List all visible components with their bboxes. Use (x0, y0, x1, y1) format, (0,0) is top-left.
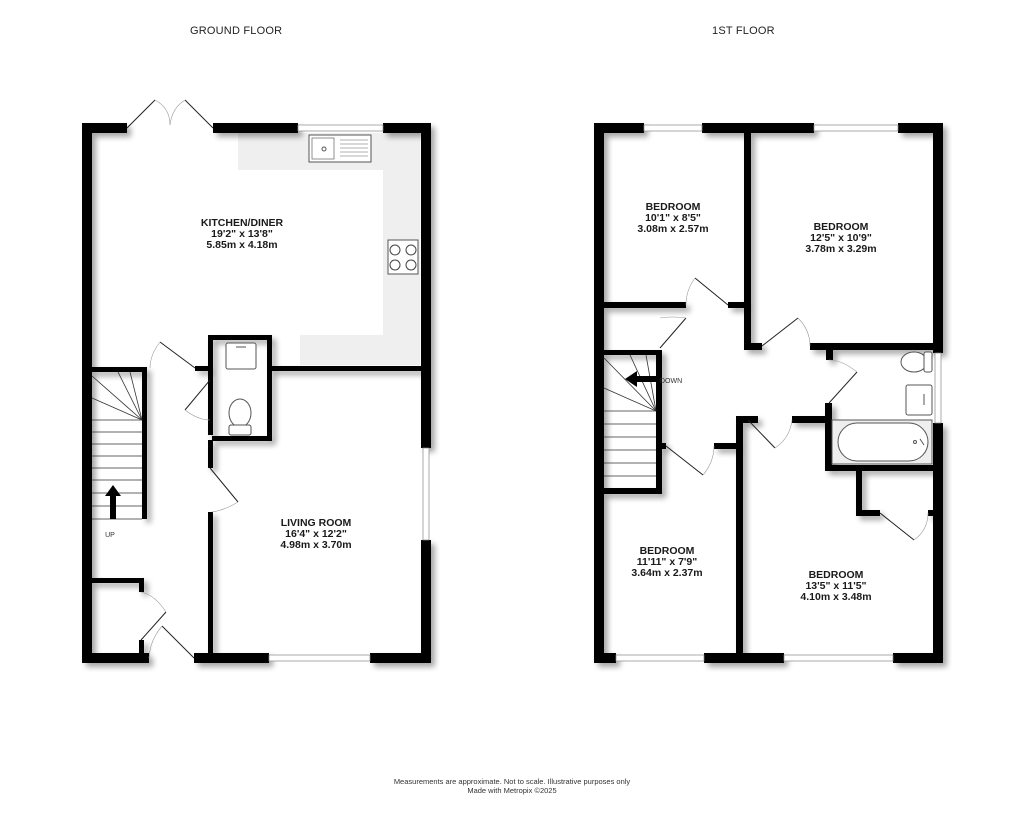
ground-floor-title: GROUND FLOOR (190, 25, 283, 37)
footer-disclaimer: Measurements are approximate. Not to sca… (0, 777, 1024, 795)
bath-icon (831, 419, 933, 465)
stairs-up-label: UP (105, 532, 115, 539)
window (813, 124, 899, 132)
svg-text:19'2" x 13'8": 19'2" x 13'8" (211, 228, 273, 240)
window (783, 654, 894, 662)
room-bedroom-1: BEDROOM 10'1" x 8'5" 3.08m x 2.57m (637, 201, 708, 235)
svg-text:BEDROOM: BEDROOM (646, 201, 701, 213)
window (268, 654, 371, 662)
toilet-icon (228, 398, 252, 436)
window (297, 124, 384, 132)
svg-text:4.10m x 3.48m: 4.10m x 3.48m (800, 591, 871, 603)
svg-text:BEDROOM: BEDROOM (814, 221, 869, 233)
svg-text:13'5" x 11'5": 13'5" x 11'5" (805, 580, 866, 592)
basin-icon (225, 342, 257, 370)
svg-text:16'4" x 12'2": 16'4" x 12'2" (285, 528, 347, 540)
svg-text:3.08m x 2.57m: 3.08m x 2.57m (637, 223, 708, 235)
credit-text: Made with Metropix ©2025 (467, 786, 557, 795)
kitchen-worktop (238, 133, 420, 365)
svg-text:12'5" x 10'9": 12'5" x 10'9" (810, 232, 872, 244)
first-floor-plan: DOWN BEDROOM 10'1" x 8'5" 3.08m x 2.57m … (594, 123, 943, 663)
room-living-room: LIVING ROOM 16'4" x 12'2" 4.98m x 3.70m (280, 517, 351, 551)
ground-floor-plan: UP KITCHEN/DINER 19'2" x 13'8" 5.85m x 4… (82, 99, 431, 663)
arrow-up-icon (105, 485, 121, 519)
svg-text:5.85m x 4.18m: 5.85m x 4.18m (206, 239, 277, 251)
first-floor-title: 1ST FLOOR (712, 25, 775, 37)
svg-text:BEDROOM: BEDROOM (640, 545, 695, 557)
staircase-up (91, 371, 143, 520)
room-bedroom-4: BEDROOM 13'5" x 11'5" 4.10m x 3.48m (800, 569, 871, 603)
door-swings (659, 277, 929, 541)
window (934, 352, 942, 424)
staircase-down (603, 354, 657, 477)
sink-icon (308, 134, 372, 163)
arrow-left-icon (625, 371, 658, 387)
svg-text:3.64m x 2.37m: 3.64m x 2.37m (631, 567, 702, 579)
svg-text:KITCHEN/DINER: KITCHEN/DINER (201, 217, 284, 229)
svg-text:BEDROOM: BEDROOM (809, 569, 864, 581)
window (615, 654, 705, 662)
window (643, 124, 703, 132)
svg-text:4.98m x 3.70m: 4.98m x 3.70m (280, 539, 351, 551)
svg-text:10'1" x 8'5": 10'1" x 8'5" (645, 212, 701, 224)
window (422, 447, 430, 541)
basin-icon (905, 384, 933, 416)
svg-text:11'11" x 7'9": 11'11" x 7'9" (637, 556, 698, 568)
toilet-icon (900, 351, 933, 373)
room-bedroom-2: BEDROOM 12'5" x 10'9" 3.78m x 3.29m (805, 221, 876, 255)
door-swings (126, 99, 239, 659)
room-bedroom-3: BEDROOM 11'11" x 7'9" 3.64m x 2.37m (631, 545, 702, 579)
svg-text:3.78m x 3.29m: 3.78m x 3.29m (805, 243, 876, 255)
svg-text:LIVING ROOM: LIVING ROOM (281, 517, 352, 529)
hob-icon (387, 239, 419, 275)
room-kitchen-diner: KITCHEN/DINER 19'2" x 13'8" 5.85m x 4.18… (201, 217, 284, 251)
disclaimer-text: Measurements are approximate. Not to sca… (393, 777, 631, 786)
stairs-down-label: DOWN (660, 378, 682, 385)
